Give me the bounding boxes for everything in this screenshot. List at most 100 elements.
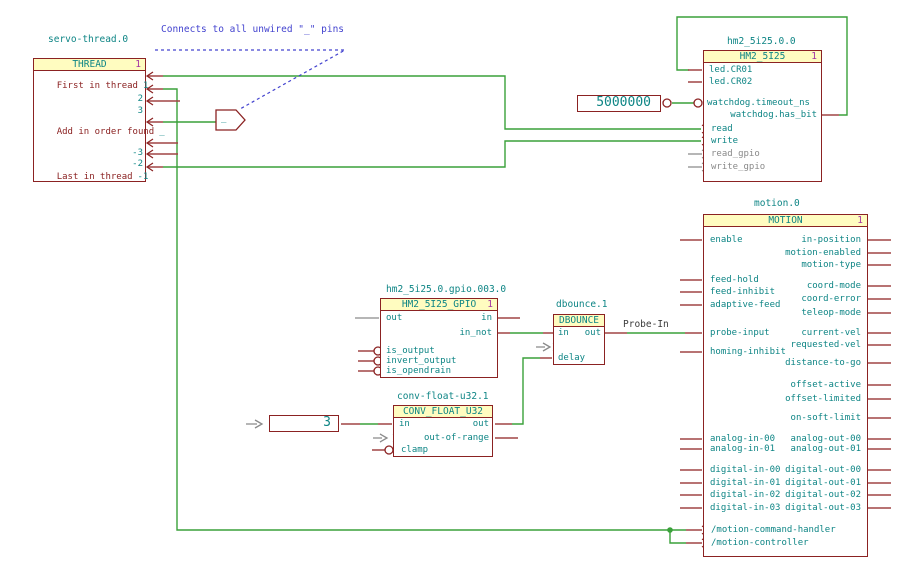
pin-number: _	[159, 127, 165, 137]
pin-label: adaptive-feed	[710, 300, 781, 310]
net-label-probe-in: Probe-In	[623, 319, 669, 330]
pin-label: on-soft-limit	[790, 413, 861, 423]
pin-label: in-position	[801, 235, 861, 245]
pin-label: teleop-mode	[801, 308, 861, 318]
symbol-type: THREAD	[72, 59, 107, 70]
component-ref: hm2_5i25.0.0	[727, 36, 796, 47]
unit-number: 1	[135, 59, 141, 70]
symbol-motion: MOTION 1	[703, 214, 868, 557]
pin-label: out	[584, 328, 601, 338]
pin-label: digital-in-00	[710, 465, 781, 475]
pin-label: write	[711, 136, 739, 146]
pin-label: enable	[710, 235, 743, 245]
symbol-header: MOTION 1	[704, 215, 867, 227]
junction-dot	[667, 527, 673, 533]
pin-label: digital-out-02	[785, 490, 861, 500]
pin-label: current-vel	[801, 328, 861, 338]
constant-dbounce-delay: 3	[269, 415, 339, 432]
unit-number: 1	[811, 51, 817, 62]
pin-label: requested-vel	[790, 340, 861, 350]
pin-label: analog-in-00	[710, 434, 776, 444]
pin-label: watchdog.has_bit	[730, 110, 817, 120]
pin-label: /motion-command-handler	[711, 525, 836, 535]
pin-label: motion-type	[801, 260, 861, 270]
pin-label: feed-hold	[710, 275, 759, 285]
pin-label: offset-limited	[785, 394, 861, 404]
pin-row: Add in order found _	[35, 117, 165, 137]
symbol-header: HM2_5I25_GPIO 1	[381, 299, 497, 311]
pin-label: delay	[558, 353, 586, 363]
pin-label: Last in thread	[56, 172, 133, 182]
pin-label: led.CR01	[709, 65, 753, 75]
symbol-header: HM2_5I25 1	[704, 51, 821, 63]
component-ref: conv-float-u32.1	[397, 391, 489, 402]
wire	[163, 16, 848, 544]
component-ref: motion.0	[754, 198, 800, 209]
symbol-type: CONV_FLOAT_U32	[402, 406, 484, 417]
unit-number: 1	[857, 215, 863, 226]
pin-label: out	[386, 313, 403, 323]
pin-label: Add in order found	[56, 127, 155, 137]
pin-label: feed-inhibit	[710, 287, 776, 297]
pin-label: in	[399, 419, 410, 429]
symbol-type: HM2_5I25_GPIO	[401, 299, 477, 310]
pin-label: out	[472, 419, 489, 429]
symbol-gpio: HM2_5I25_GPIO 1	[380, 298, 498, 378]
constant-watchdog-timeout: 5000000	[577, 95, 661, 112]
symbol-header: CONV_FLOAT_U32	[394, 406, 492, 418]
pin-label: First in thread	[56, 81, 138, 91]
annotation-leader	[155, 49, 348, 110]
pin-row: 2	[35, 84, 143, 104]
pin-row: 3	[35, 96, 143, 116]
flag-label: _	[221, 114, 227, 124]
pin-label: in_not	[459, 328, 492, 338]
pin-row: Last in thread -1	[35, 162, 149, 182]
symbol-header: DBOUNCE	[554, 315, 604, 327]
symbol-header: THREAD 1	[34, 59, 145, 71]
hier-flag-icon	[215, 109, 246, 131]
pin-label: is_opendrain	[386, 366, 452, 376]
symbol-dbounce: DBOUNCE	[553, 314, 605, 365]
pin-label: coord-mode	[806, 281, 861, 291]
pin-label: digital-out-01	[785, 478, 861, 488]
pin-label: coord-error	[801, 294, 861, 304]
pin-number: -1	[137, 172, 149, 182]
pin-label: digital-in-01	[710, 478, 781, 488]
unwired-stub	[246, 153, 702, 439]
pin-number: 2	[137, 94, 143, 104]
pin-label: probe-input	[710, 328, 770, 338]
pin-label: read_gpio	[711, 149, 760, 159]
pin-label: homing-inhibit	[710, 347, 786, 357]
pin-number: -3	[132, 148, 143, 158]
component-ref: servo-thread.0	[48, 34, 129, 45]
pin-row: -2	[35, 149, 143, 169]
symbol-conv-float-u32: CONV_FLOAT_U32	[393, 405, 493, 457]
pin-label: digital-out-00	[785, 465, 861, 475]
pin-label: digital-in-03	[710, 503, 781, 513]
symbol-type: HM2_5I25	[739, 51, 786, 62]
component-ref: hm2_5i25.0.gpio.003.0	[386, 284, 507, 295]
pin-number: -2	[132, 159, 143, 169]
pin-label: in	[558, 328, 569, 338]
pin-label: write_gpio	[711, 162, 766, 172]
pin-label: led.CR02	[709, 77, 753, 87]
pin-label: out-of-range	[423, 433, 489, 443]
pin-label: digital-out-03	[785, 503, 861, 513]
pin-row: -3	[35, 138, 143, 158]
symbol-type: DBOUNCE	[558, 315, 600, 326]
pin-label: distance-to-go	[785, 358, 861, 368]
symbol-type: MOTION	[768, 215, 803, 226]
pin-label: analog-in-01	[710, 444, 776, 454]
pin-label: analog-out-01	[790, 444, 861, 454]
symbol-hm2-5i25: HM2_5I25 1	[703, 50, 822, 182]
pin-label: analog-out-00	[790, 434, 861, 444]
pin-arrow-icon	[145, 71, 154, 172]
pin-label: clamp	[401, 445, 429, 455]
pin-label: digital-in-02	[710, 490, 781, 500]
pin-label: motion-enabled	[785, 248, 861, 258]
pin-label: offset-active	[790, 380, 861, 390]
component-ref: dbounce.1	[556, 299, 608, 310]
pin-label: in	[481, 313, 492, 323]
